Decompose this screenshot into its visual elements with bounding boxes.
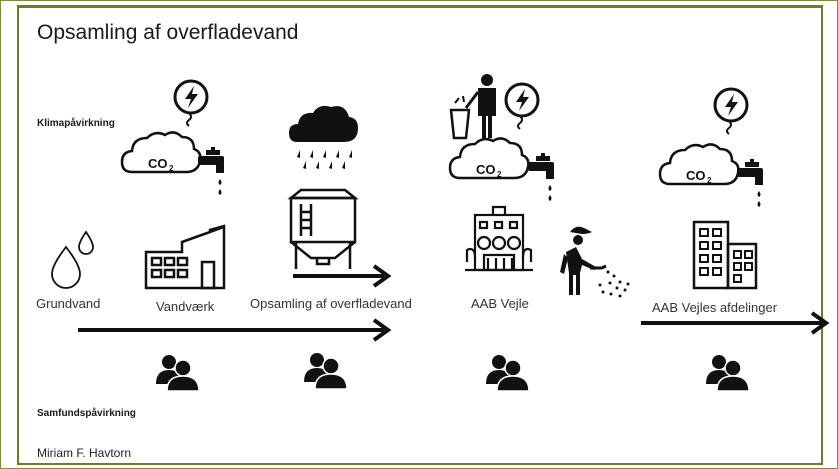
faucet-icon (198, 147, 224, 195)
stage-label-grundvand: Grundvand (36, 296, 101, 311)
trash-person-icon (449, 74, 496, 140)
co2-cloud-icon (658, 143, 740, 187)
apartment-building-icon (465, 205, 533, 272)
water-tank-icon (287, 188, 359, 269)
electricity-icon (713, 87, 749, 136)
stage-label-aab-vejle: AAB Vejle (471, 296, 529, 311)
electricity-icon (504, 82, 540, 131)
society-section-label: Samfundspåvirkning (37, 408, 136, 419)
arrow-right-icon (641, 311, 830, 335)
factory-icon (144, 224, 226, 290)
stage-label-aab-afdelinger: AAB Vejles afdelinger (652, 300, 778, 315)
people-group-icon (705, 354, 750, 392)
water-drops-icon (51, 230, 94, 289)
author-name: Miriam F. Havtorn (37, 446, 132, 460)
stage-label-opsamling: Opsamling af overfladevand (250, 296, 412, 311)
co2-cloud-icon (448, 137, 530, 181)
rain-cloud-icon (289, 105, 358, 169)
office-building-icon (692, 220, 758, 290)
people-group-icon (485, 354, 530, 392)
faucet-icon (737, 159, 763, 207)
co2-cloud-icon (120, 131, 202, 175)
diagram-border (17, 5, 823, 465)
stage-label-vandvaerk: Vandværk (156, 299, 215, 314)
arrow-right-icon (78, 318, 392, 342)
electricity-icon (173, 79, 209, 128)
arrow-right-icon (293, 264, 392, 288)
climate-section-label: Klimapåvirkning (37, 118, 115, 129)
people-group-icon (155, 354, 200, 392)
page-title: Opsamling af overfladevand (37, 21, 299, 44)
gardener-icon (560, 226, 630, 298)
faucet-icon (528, 153, 554, 201)
people-group-icon (303, 352, 348, 390)
